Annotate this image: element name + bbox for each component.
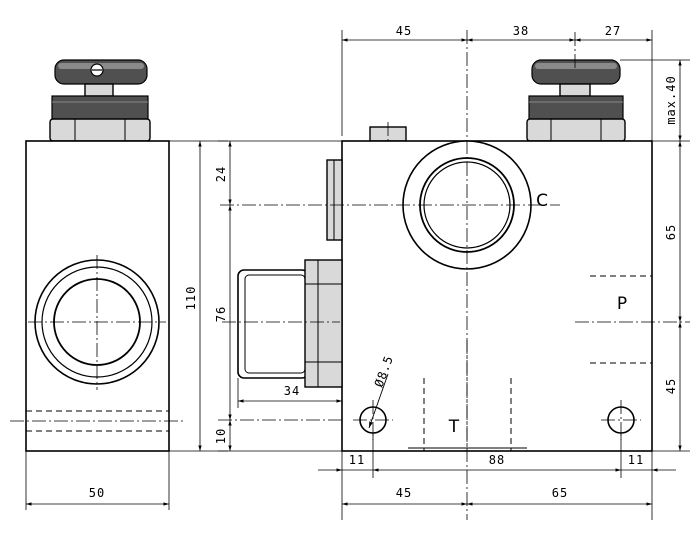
side-handwheel (49, 59, 151, 142)
left-fitting (237, 259, 343, 388)
dim-34: 34 (284, 384, 300, 398)
mount-hole-right (601, 400, 641, 440)
dim-bot-11-left: 11 (349, 453, 365, 467)
front-view: C P T Ø8.5 (214, 24, 690, 520)
dim-right-65: 65 (664, 224, 678, 240)
dim-left-10: 10 (214, 428, 228, 444)
dim-top-27: 27 (605, 24, 621, 38)
port-c-label: C (536, 191, 548, 211)
mount-hole-left (353, 400, 393, 440)
dim-top-45: 45 (396, 24, 412, 38)
dim-top-38: 38 (513, 24, 529, 38)
dim-bot-45: 45 (396, 486, 412, 500)
front-handwheel (526, 59, 626, 142)
dim-left-24: 24 (214, 166, 228, 182)
side-port (28, 255, 166, 390)
dim-bot-65: 65 (552, 486, 568, 500)
side-view: 110 50 (10, 59, 228, 510)
dim-left-76: 76 (214, 306, 228, 322)
port-t-label: T (448, 417, 460, 437)
dim-110: 110 (184, 286, 198, 311)
dim-max-40: max.40 (664, 75, 678, 124)
dim-50: 50 (89, 486, 105, 500)
port-p-label: P (617, 294, 627, 314)
dim-bot-11-right: 11 (628, 453, 644, 467)
dim-right-45: 45 (664, 378, 678, 394)
dim-bot-88: 88 (489, 453, 505, 467)
